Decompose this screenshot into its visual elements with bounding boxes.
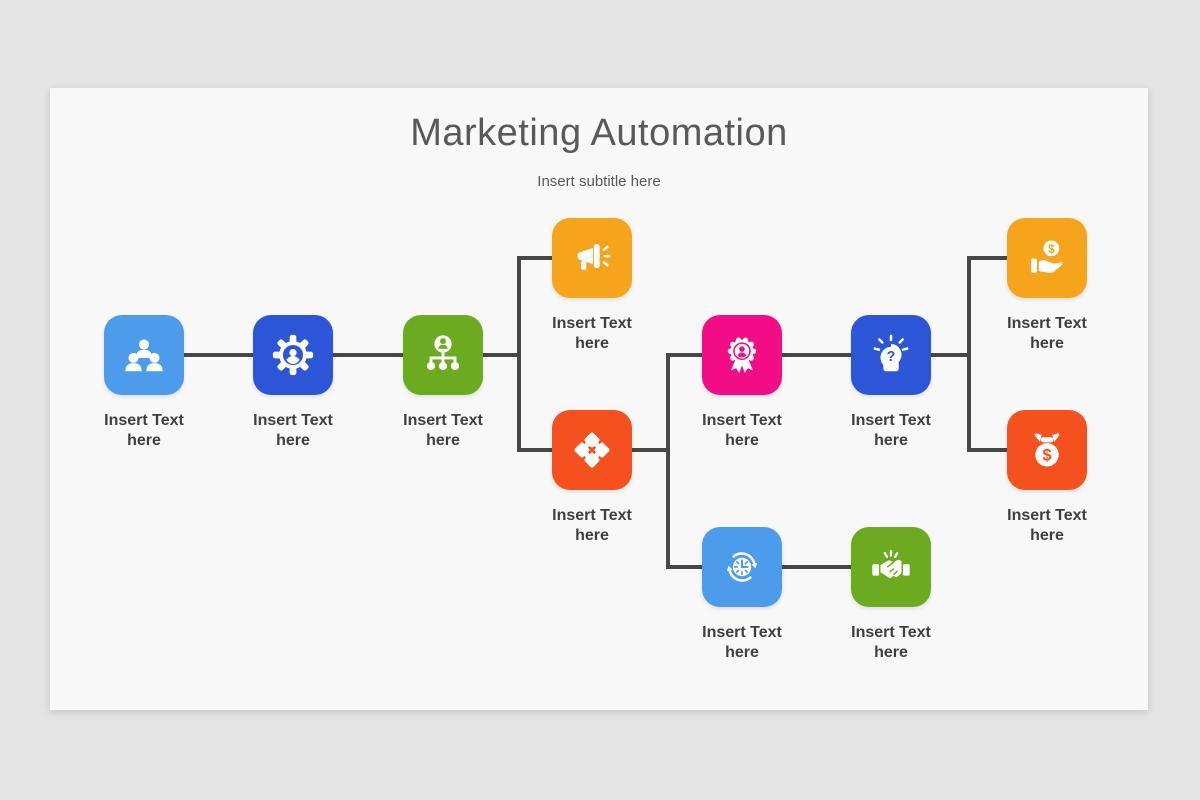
node-label: Insert Text here <box>851 624 931 661</box>
user-gear-icon <box>253 315 333 395</box>
connector <box>967 256 1007 260</box>
node-hierarchy: Insert Text here <box>403 315 483 449</box>
hand-coin-icon: $ <box>1007 218 1087 298</box>
connector <box>666 565 702 569</box>
connector <box>782 353 851 357</box>
thinking-head-icon: ? <box>851 315 931 395</box>
node-hand-coin: $ Insert Text here <box>1007 218 1087 352</box>
svg-text:?: ? <box>887 349 896 365</box>
node-user-gear: Insert Text here <box>253 315 333 449</box>
connector <box>632 448 670 452</box>
connector <box>782 565 851 569</box>
slide-subtitle: Insert subtitle here <box>537 173 661 190</box>
clock-refresh-icon <box>702 527 782 607</box>
node-thinking-head: ? Insert Text here <box>851 315 931 449</box>
connector-lines <box>50 88 1148 710</box>
node-label: Insert Text here <box>702 624 782 661</box>
connector <box>333 353 403 357</box>
node-handshake: Insert Text here <box>851 527 931 661</box>
connector <box>517 256 521 452</box>
handshake-icon <box>851 527 931 607</box>
connector <box>931 353 971 357</box>
svg-text:$: $ <box>1042 447 1051 465</box>
puzzle-icon <box>552 410 632 490</box>
slide-title: Marketing Automation <box>410 112 788 154</box>
node-puzzle: Insert Text here <box>552 410 632 544</box>
connector <box>967 256 971 452</box>
connector <box>483 353 521 357</box>
node-label: Insert Text here <box>851 412 931 449</box>
money-bag-icon: $ <box>1007 410 1087 490</box>
node-label: Insert Text here <box>104 412 184 449</box>
connector <box>666 353 702 357</box>
node-money-bag: $ Insert Text here <box>1007 410 1087 544</box>
node-label: Insert Text here <box>552 315 632 352</box>
node-label: Insert Text here <box>1007 315 1087 352</box>
node-label: Insert Text here <box>702 412 782 449</box>
connector <box>666 353 670 569</box>
connector <box>184 353 253 357</box>
svg-text:$: $ <box>1048 242 1055 256</box>
node-award-user: Insert Text here <box>702 315 782 449</box>
hierarchy-icon <box>403 315 483 395</box>
node-label: Insert Text here <box>403 412 483 449</box>
team-icon <box>104 315 184 395</box>
connector <box>517 256 552 260</box>
node-label: Insert Text here <box>1007 507 1087 544</box>
connector <box>517 448 552 452</box>
node-clock-refresh: Insert Text here <box>702 527 782 661</box>
award-user-icon <box>702 315 782 395</box>
node-label: Insert Text here <box>253 412 333 449</box>
node-team: Insert Text here <box>104 315 184 449</box>
megaphone-icon <box>552 218 632 298</box>
node-label: Insert Text here <box>552 507 632 544</box>
node-megaphone: Insert Text here <box>552 218 632 352</box>
slide-canvas: Marketing Automation Insert subtitle her… <box>50 88 1148 710</box>
connector <box>967 448 1007 452</box>
